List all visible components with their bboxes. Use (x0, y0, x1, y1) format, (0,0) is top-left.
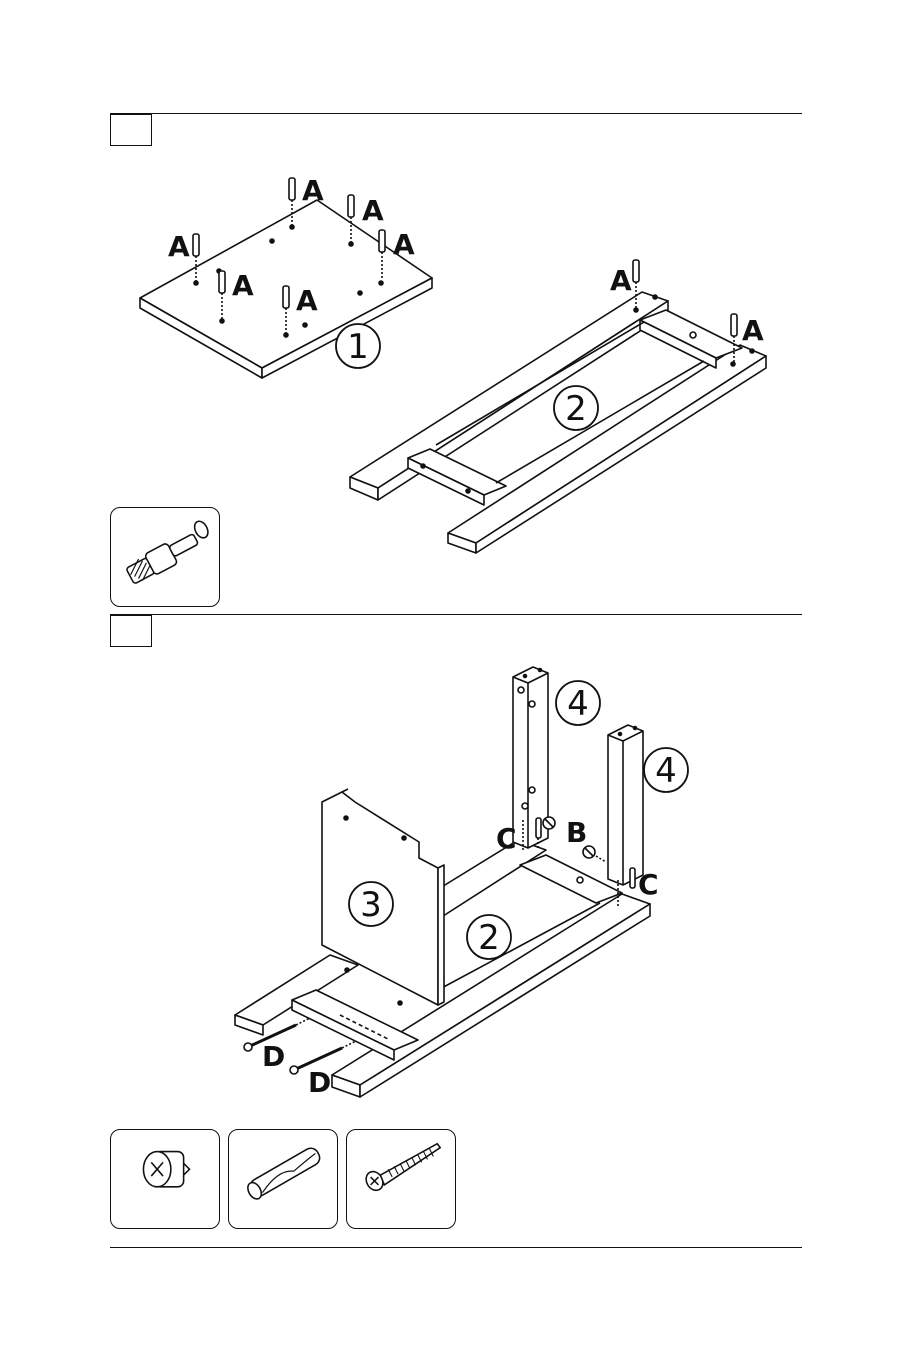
screw-icon (346, 1129, 456, 1229)
part-2-number-step2: 2 (478, 918, 500, 958)
label-d-1: D (262, 1040, 285, 1073)
label-a-7: A (610, 264, 632, 297)
leg-4-right (608, 725, 643, 885)
label-c-1: C (496, 822, 517, 855)
part-4-number-left: 4 (567, 684, 589, 724)
part-4-number-right: 4 (655, 751, 677, 791)
label-a-8: A (742, 314, 764, 347)
cam-bolt-icon (110, 507, 220, 607)
label-d-2: D (308, 1066, 331, 1099)
label-a-4: A (168, 230, 190, 263)
part-1-number: 1 (347, 327, 369, 367)
label-c-2: C (638, 868, 659, 901)
cam-lock-icon (110, 1129, 220, 1229)
label-b: B (566, 816, 587, 849)
dowel-icon (228, 1129, 338, 1229)
part-2-number-step1: 2 (565, 389, 587, 429)
label-a-5: A (232, 269, 254, 302)
cam-lock-left (543, 817, 555, 829)
label-a-1: A (302, 174, 324, 207)
base-frame-step1 (350, 292, 766, 553)
label-a-2: A (362, 194, 384, 227)
label-a-6: A (296, 284, 318, 317)
part-3-number: 3 (360, 885, 382, 925)
label-a-3: A (393, 228, 415, 261)
